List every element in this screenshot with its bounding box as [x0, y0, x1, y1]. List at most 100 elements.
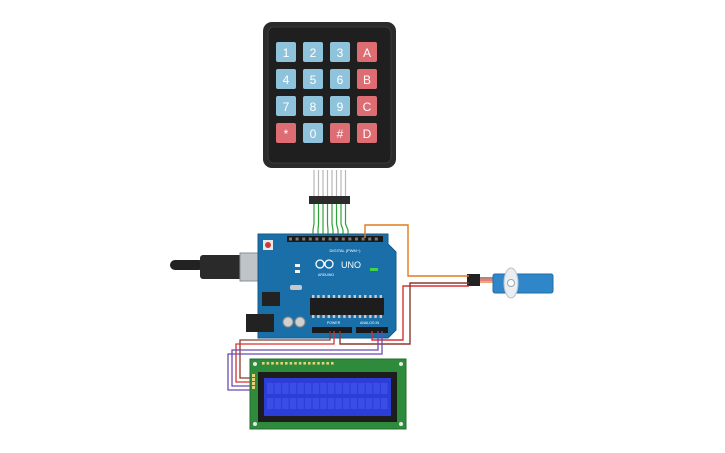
keypad-key[interactable]: 2	[303, 42, 323, 62]
lcd-cell	[343, 383, 350, 394]
chip-pin	[353, 295, 356, 298]
wire-keypad	[317, 204, 320, 238]
header-pin[interactable]	[368, 237, 372, 241]
key-face	[303, 96, 323, 116]
lcd-pin[interactable]	[280, 362, 283, 365]
lcd-pin[interactable]	[308, 362, 311, 365]
lcd-cell	[305, 398, 312, 409]
chip-pin	[317, 295, 320, 298]
lcd-pin[interactable]	[321, 362, 325, 365]
chip-pin	[374, 315, 377, 318]
chip-pin	[322, 295, 325, 298]
header-pin[interactable]	[348, 237, 352, 241]
lcd-cell	[381, 398, 388, 409]
keypad-key[interactable]: A	[357, 42, 377, 62]
key-face	[303, 69, 323, 89]
keypad-key[interactable]: D	[357, 123, 377, 143]
keypad-wires	[312, 204, 349, 238]
servo-motor[interactable]	[467, 267, 554, 299]
lcd-cell	[327, 398, 335, 409]
keypad-key[interactable]: 1	[276, 42, 296, 62]
keypad-key[interactable]: 9	[330, 96, 350, 116]
wire-keypad	[340, 204, 344, 238]
chip-small	[262, 292, 280, 306]
wire-keypad	[331, 204, 334, 238]
header-pin[interactable]	[335, 237, 339, 241]
chip-pin	[364, 315, 367, 318]
keypad-key[interactable]: C	[357, 96, 377, 116]
lcd-cell	[358, 383, 365, 394]
wire-servo-ground	[339, 282, 469, 345]
chip-pin	[312, 295, 315, 298]
keypad-key[interactable]: 8	[303, 96, 323, 116]
lcd-hole-tr	[399, 362, 403, 366]
lcd-cell	[297, 398, 304, 409]
lcd-hole-tl	[253, 362, 257, 366]
header-pin[interactable]	[355, 237, 358, 241]
keypad-key[interactable]: B	[357, 69, 377, 89]
key-label: 5	[310, 73, 317, 87]
wire-servo-power	[371, 285, 469, 341]
key-label: C	[363, 100, 372, 114]
lcd-pin[interactable]	[285, 362, 288, 365]
keypad-key[interactable]: 6	[330, 69, 350, 89]
chip-pin	[379, 295, 382, 298]
arduino-uno-board[interactable]: DIGITAL (PWM~) UNO ARDUINO POWER ANALOG …	[170, 233, 397, 339]
keypad-key[interactable]: 4	[276, 69, 296, 89]
keypad-key[interactable]: #	[330, 123, 350, 143]
header-pin[interactable]	[374, 237, 378, 241]
lcd-cell	[289, 398, 297, 409]
wire-keypad	[326, 204, 329, 238]
lcd-16x2[interactable]	[249, 358, 407, 430]
lcd-cell	[267, 383, 274, 394]
lcd-pin[interactable]	[331, 362, 334, 365]
chip-pin	[322, 315, 325, 318]
lcd-pin[interactable]	[289, 362, 293, 365]
key-face	[330, 42, 350, 62]
lcd-cell	[350, 398, 357, 409]
lcd-pin[interactable]	[317, 362, 320, 365]
lcd-pin[interactable]	[303, 362, 306, 365]
lcd-cell	[267, 398, 274, 409]
header-pin[interactable]	[308, 237, 312, 241]
lcd-cell	[335, 398, 342, 409]
keypad-key[interactable]: 7	[276, 96, 296, 116]
lcd-cell	[350, 383, 357, 394]
keypad-key[interactable]: 5	[303, 69, 323, 89]
lcd-pin[interactable]	[312, 362, 316, 365]
header-pin[interactable]	[341, 237, 345, 241]
lcd-pin[interactable]	[326, 362, 329, 365]
header-pin[interactable]	[361, 237, 365, 241]
header-pin[interactable]	[295, 237, 299, 241]
lcd-pin[interactable]	[294, 362, 297, 365]
chip-pin	[348, 295, 351, 298]
digital-header	[287, 236, 383, 242]
header-pin[interactable]	[302, 237, 306, 241]
lcd-side-pin	[252, 374, 255, 377]
header-pin[interactable]	[328, 237, 332, 241]
header-pin[interactable]	[289, 237, 292, 241]
usb-cable	[170, 260, 204, 270]
lcd-cell	[373, 383, 380, 394]
wire-keypad	[335, 204, 339, 238]
keypad-key[interactable]: 3	[330, 42, 350, 62]
lcd-pin[interactable]	[271, 362, 274, 365]
lcd-cell	[312, 398, 319, 409]
key-label: A	[363, 46, 371, 60]
keypad-key[interactable]: 0	[303, 123, 323, 143]
lcd-hole-bl	[253, 422, 257, 426]
key-label: D	[363, 127, 372, 141]
header-pin[interactable]	[322, 237, 325, 241]
lcd-pin[interactable]	[298, 362, 302, 365]
lcd-pin[interactable]	[266, 362, 270, 365]
lcd-pin[interactable]	[275, 362, 279, 365]
key-face	[303, 42, 323, 62]
keypad-key[interactable]: *	[276, 123, 296, 143]
header-pin[interactable]	[315, 237, 319, 241]
key-label: 3	[337, 46, 344, 60]
power-header	[312, 327, 352, 333]
lcd-pin[interactable]	[262, 362, 265, 365]
model-label: UNO	[341, 260, 361, 270]
